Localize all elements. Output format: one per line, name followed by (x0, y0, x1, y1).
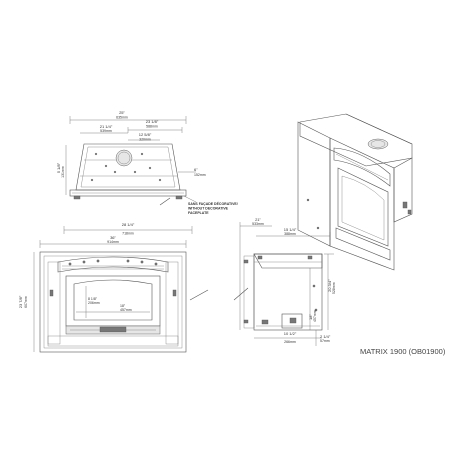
glass-height: 8 1/8" (88, 297, 98, 301)
glass-height-mm: 206mm (88, 301, 100, 305)
top-mid-width: 21 1/4" (100, 124, 113, 129)
top-right-width: 23 1/8" (146, 119, 159, 124)
front-height-mm: 607mm (24, 296, 28, 308)
isometric-view (297, 113, 413, 271)
top-view: 25" 635mm 23 1/8" 588mm 21 1/4" 539mm 12… (56, 110, 238, 236)
side-total-depth: 21" (255, 217, 261, 222)
side-base-height: 2 1/4" (320, 334, 331, 339)
facade-note-line-3: FACEPLATE (188, 211, 209, 215)
side-lower-height-mm: 457mm (313, 310, 317, 322)
side-view: 21" 533mm 15 1/4" 388mm 20 3/4" 528mm (233, 217, 336, 346)
side-height: 20 3/4" (327, 279, 332, 292)
side-bottom-depth-mm: 266mm (284, 340, 296, 344)
glass-width-mm: 457mm (120, 308, 132, 312)
facade-note-line-1: SANS FAÇADE DÉCORATIVE/ (188, 201, 238, 206)
side-top-depth-mm: 388mm (284, 232, 296, 236)
top-depth: 5 1/8" (56, 162, 61, 173)
side-base-height-mm: 57mm (320, 339, 330, 343)
top-flue-offset: 12 5/8" (139, 132, 152, 137)
facade-note-line-2: WITHOUT DECORATIVE (188, 207, 229, 211)
top-side-label-mm: 152mm (194, 173, 206, 177)
top-flue-offset-mm: 320mm (139, 138, 151, 142)
glass-width: 18" (120, 304, 126, 308)
model-title: MATRIX 1900 (OB01900) (360, 347, 446, 356)
side-bottom-depth: 10 1/2" (284, 331, 297, 336)
side-top-depth: 15 1/4" (284, 227, 297, 232)
side-lower-height: 18" (308, 314, 313, 320)
side-height-mm: 528mm (332, 282, 336, 294)
front-width-mm: 914mm (107, 240, 119, 244)
top-bottom-width: 28 1/4" (122, 222, 135, 227)
top-bottom-width-mm: 718mm (122, 232, 134, 236)
top-side-label: 6" (194, 167, 198, 172)
front-view: 36" 914mm 23 7/8" 607mm 8 1/8" 206mm (18, 235, 209, 353)
top-right-width-mm: 588mm (146, 125, 158, 129)
top-overall-width-mm: 635mm (116, 116, 128, 120)
top-mid-width-mm: 539mm (100, 129, 112, 133)
top-overall-width: 25" (119, 110, 125, 115)
side-total-depth-mm: 533mm (252, 222, 264, 226)
top-depth-mm: 131mm (61, 166, 65, 178)
front-height: 23 7/8" (18, 295, 23, 308)
front-width: 36" (110, 235, 116, 240)
